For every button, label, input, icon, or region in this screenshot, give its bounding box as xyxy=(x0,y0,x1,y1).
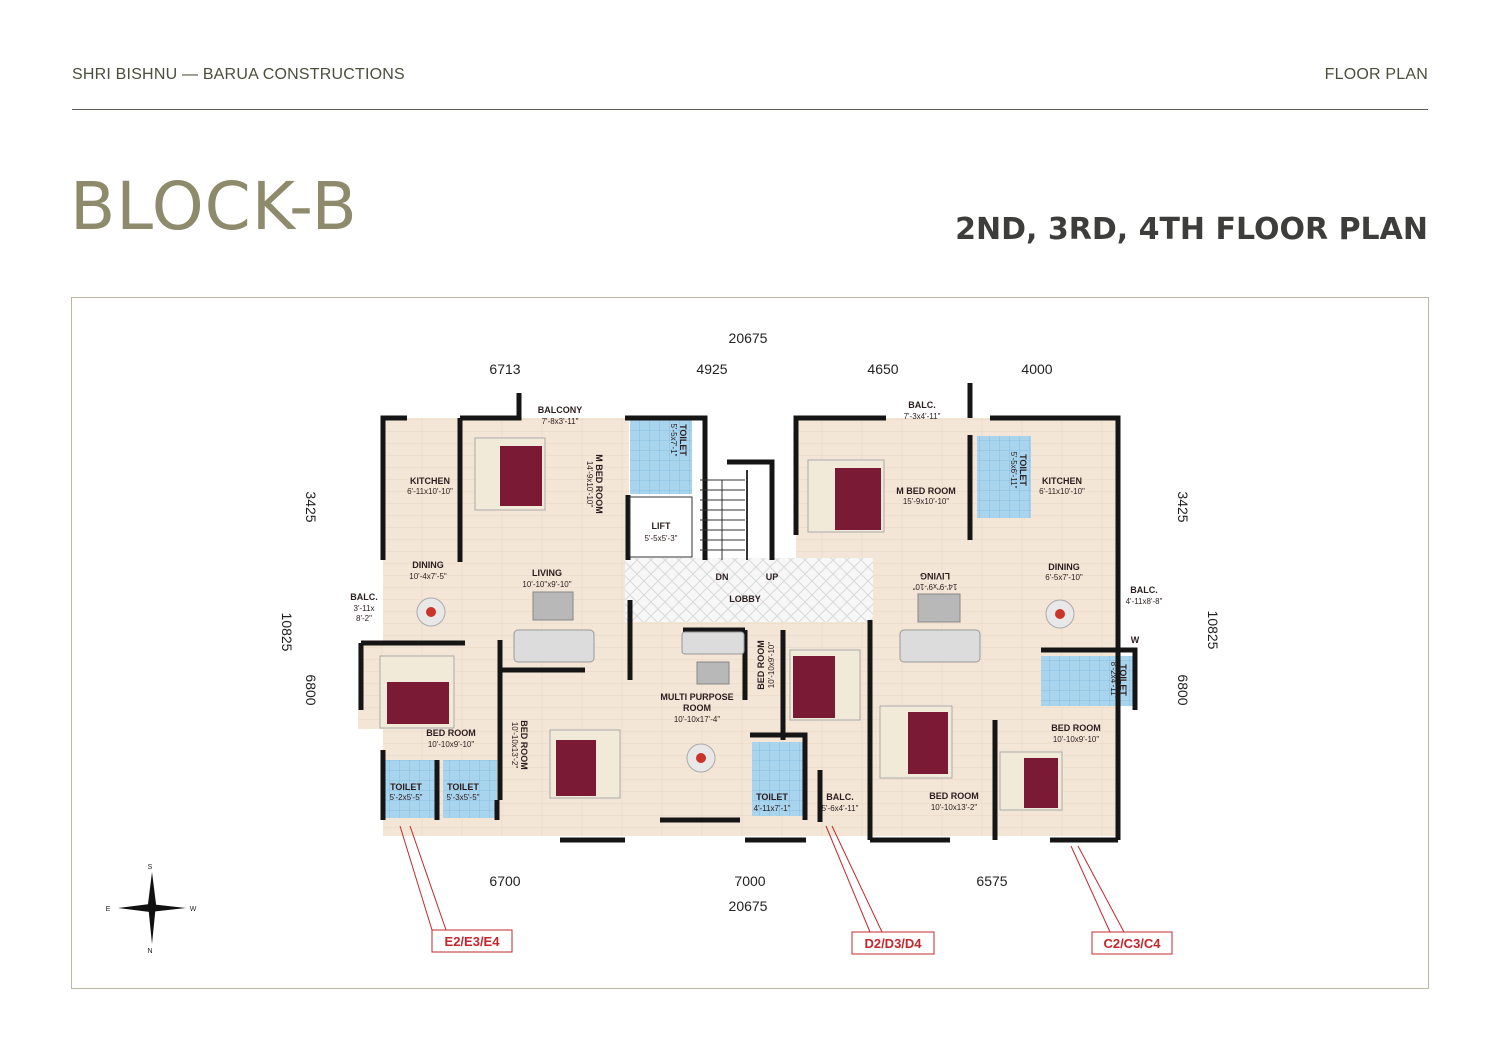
dim-left-total: 10825 xyxy=(279,613,295,652)
multi-size: 10'-10x17'-4" xyxy=(674,715,721,724)
toilet-top-left-size: 5'-5x7'-1" xyxy=(669,423,678,456)
kitchen-left-size: 6'-11x10'-10" xyxy=(407,487,453,496)
beds xyxy=(379,437,1063,811)
bed-left2-label: BED ROOM xyxy=(519,720,529,770)
bed-left-size: 10'-10x9'-10" xyxy=(428,740,475,749)
toilet-top-right-label: TOILET xyxy=(1018,454,1028,486)
toilet-bl1-size: 5'-2x5'-5" xyxy=(389,793,422,802)
dim-bottom-1: 6700 xyxy=(489,873,520,889)
block-title: BLOCK-B xyxy=(70,168,358,245)
balc-right-size: 4'-11x8'-8" xyxy=(1126,597,1163,606)
company-name: SHRI BISHNU — BARUA CONSTRUCTIONS xyxy=(72,66,405,83)
dim-right-lower: 6800 xyxy=(1175,674,1191,705)
compass-n: N xyxy=(147,948,152,955)
toilet-bl2-size: 5'-3x5'-5" xyxy=(446,793,479,802)
balc-left-size1: 3'-11x xyxy=(354,604,375,613)
dim-right-upper: 3425 xyxy=(1175,491,1191,522)
bed-right-lower-size: 10'-10x13'-2" xyxy=(931,803,978,812)
dim-bottom-total: 20675 xyxy=(729,898,768,914)
section-label: FLOOR PLAN xyxy=(1324,66,1428,83)
dining-left-size: 10'-4x7'-5" xyxy=(409,572,447,581)
unit-tag-d: D2/D3/D4 xyxy=(864,936,922,951)
dining-right-size: 6'-5x7'-10" xyxy=(1045,573,1083,582)
dim-left-lower: 6800 xyxy=(303,674,319,705)
unit-tag-c: C2/C3/C4 xyxy=(1103,936,1161,951)
balc-right-label: BALC. xyxy=(1130,585,1158,595)
toilet-top-left-label: TOILET xyxy=(678,424,688,456)
bed-right-label: BED ROOM xyxy=(1051,723,1101,733)
w-mark: W xyxy=(1131,635,1140,645)
compass-s: S xyxy=(148,864,153,871)
balcony-top-size: 7'-8x3'-11" xyxy=(542,417,579,426)
plan-frame xyxy=(71,297,1429,989)
furniture xyxy=(416,591,1075,773)
bed-right-lower-label: BED ROOM xyxy=(929,791,979,801)
toilet-bl1-label: TOILET xyxy=(390,782,422,792)
lobby-label: LOBBY xyxy=(729,594,761,604)
mbed-left-size: 14'-9x10'-10" xyxy=(585,461,594,508)
room-labels: BALCONY 7'-8x3'-11" KITCHEN 6'-11x10'-10… xyxy=(350,400,1162,813)
dim-bottom-2: 7000 xyxy=(734,873,765,889)
walls xyxy=(358,383,1138,843)
unit-tag-e: E2/E3/E4 xyxy=(445,934,501,949)
compass-w: W xyxy=(190,906,197,913)
dim-top-total: 20675 xyxy=(729,330,768,346)
bed-left-label: BED ROOM xyxy=(426,728,476,738)
bed-center-label: BED ROOM xyxy=(756,640,766,690)
balcony-top-label: BALCONY xyxy=(538,405,583,415)
toilet-bl2-label: TOILET xyxy=(447,782,479,792)
dim-left-upper: 3425 xyxy=(303,491,319,522)
dim-top-2: 4925 xyxy=(696,361,727,377)
staircase xyxy=(700,470,748,560)
header-divider xyxy=(72,109,1428,110)
bed-left2-size: 10'-10x13'-2" xyxy=(510,722,519,769)
balc-left-size2: 8'-2" xyxy=(356,614,372,623)
kitchen-left-label: KITCHEN xyxy=(410,476,450,486)
balc-top-right-size: 7'-3x4'-11" xyxy=(904,412,941,421)
bed-right-size: 10'-10x9'-10" xyxy=(1053,735,1100,744)
dim-top-3: 4650 xyxy=(867,361,898,377)
lift-label: LIFT xyxy=(652,521,671,531)
kitchen-right-label: KITCHEN xyxy=(1042,476,1082,486)
bed-center-size: 10'-10x9'-10" xyxy=(767,642,776,689)
balc-center-label: BALC. xyxy=(826,792,854,802)
stair-up-label: UP xyxy=(766,572,779,582)
dim-bottom-3: 6575 xyxy=(976,873,1007,889)
dim-top-1: 6713 xyxy=(489,361,520,377)
lift-size: 5'-5x5'-3" xyxy=(644,534,677,543)
living-right-label: LIVING xyxy=(920,571,950,581)
toilet-center-size: 4'-11x7'-1" xyxy=(754,804,791,813)
multi-label2: ROOM xyxy=(683,703,711,713)
balc-center-size: 5'-6x4'-11" xyxy=(822,804,859,813)
dimensions: 20675 6713 4925 4650 4000 6700 7000 6575… xyxy=(279,330,1221,914)
unit-tags: E2/E3/E4 D2/D3/D4 C2/C3/C4 xyxy=(399,825,1173,955)
compass-e: E xyxy=(106,906,111,913)
floor-plan-subtitle: 2ND, 3RD, 4TH FLOOR PLAN xyxy=(955,212,1428,247)
toilet-right-mid-label: TOILET xyxy=(1118,664,1128,696)
dining-right-label: DINING xyxy=(1048,562,1080,572)
stair-dn-label: DN xyxy=(716,572,729,582)
toilet-right-mid-size: 8'-2x4'-11" xyxy=(1109,662,1118,699)
living-left-label: LIVING xyxy=(532,568,562,578)
balc-top-right-label: BALC. xyxy=(908,400,936,410)
dim-top-4: 4000 xyxy=(1021,361,1052,377)
lift-shaft xyxy=(629,496,693,558)
dim-right-total: 10825 xyxy=(1205,611,1221,650)
compass-rose: S N E W xyxy=(106,864,197,955)
toilet-center-label: TOILET xyxy=(756,792,788,802)
mbed-right-size: 15'-9x10'-10" xyxy=(903,497,950,506)
living-right-size: 14'-9"x9'-10" xyxy=(912,582,957,591)
kitchen-right-size: 6'-11x10'-10" xyxy=(1039,487,1085,496)
dining-left-label: DINING xyxy=(412,560,444,570)
living-left-size: 10'-10"x9'-10" xyxy=(522,580,571,589)
toilet-top-right-size: 5'-5x6'-11" xyxy=(1009,452,1018,489)
balc-left-label: BALC. xyxy=(350,592,378,602)
toilet-tiles xyxy=(382,418,1133,818)
multi-label1: MULTI PURPOSE xyxy=(660,692,733,702)
mbed-right-label: M BED ROOM xyxy=(896,486,956,496)
mbed-left-label: M BED ROOM xyxy=(594,454,604,514)
